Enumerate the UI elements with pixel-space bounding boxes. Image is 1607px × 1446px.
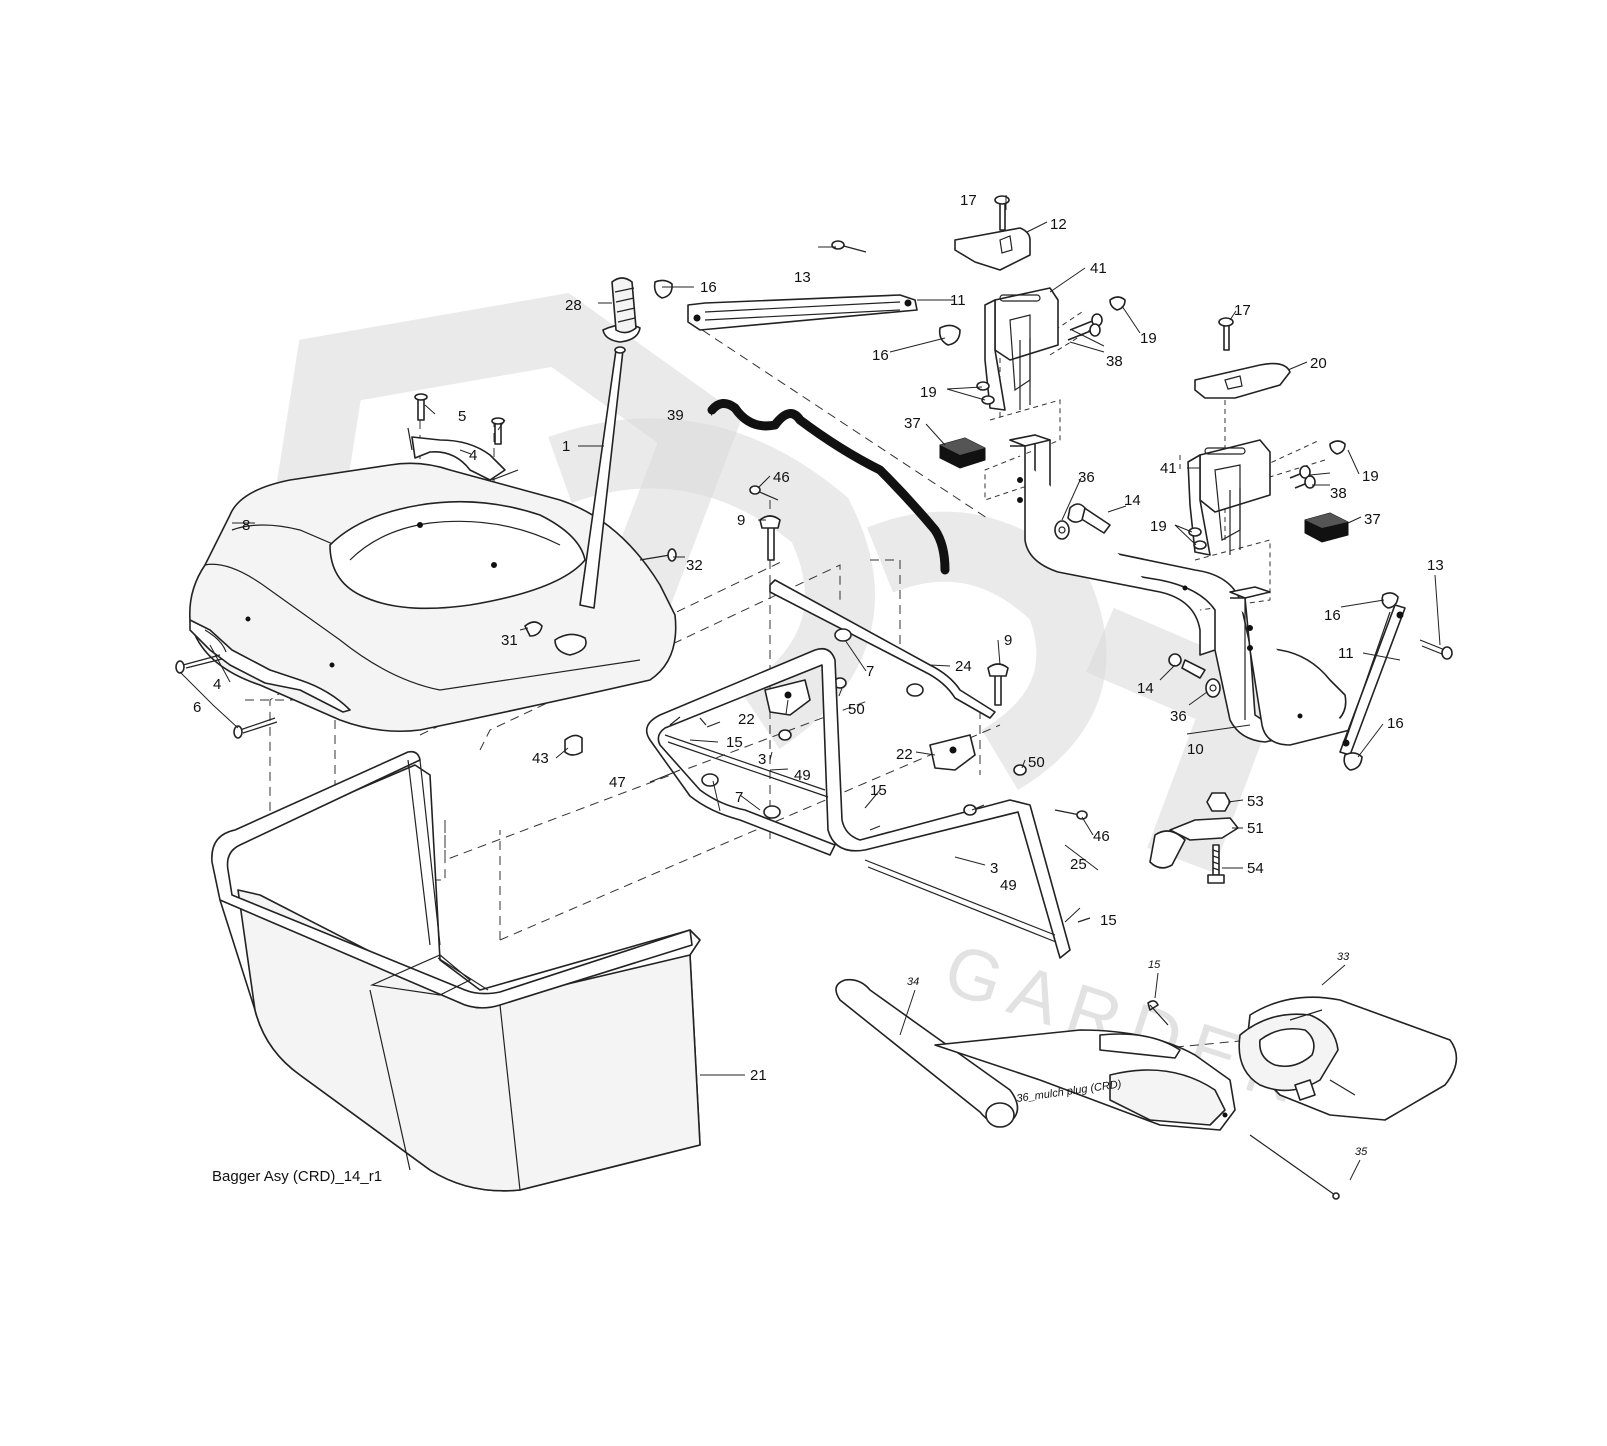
callout-13: 13 (1427, 557, 1444, 574)
bagger-cover (188, 462, 677, 733)
latch-hardware (1149, 792, 1239, 884)
mount-bracket-left (954, 195, 1126, 411)
callout-22: 22 (896, 746, 913, 763)
callout-46: 46 (773, 469, 790, 486)
callout-50: 50 (1028, 754, 1045, 771)
callout-14: 14 (1137, 680, 1154, 697)
callout-14: 14 (1124, 492, 1141, 509)
callout-10: 10 (1187, 741, 1204, 758)
side-brace-right (1339, 592, 1453, 771)
callout-3: 3 (758, 751, 766, 768)
support-frame (1009, 434, 1351, 746)
seal-strip (707, 399, 950, 575)
callout-54: 54 (1247, 860, 1264, 877)
cover-handle-side (189, 619, 351, 713)
bumper-block-left (939, 437, 986, 469)
callout-7: 7 (866, 663, 874, 680)
callout-19: 19 (920, 384, 937, 401)
callout-15: 15 (1100, 912, 1117, 929)
callout-37: 37 (904, 415, 921, 432)
callout-50: 50 (848, 701, 865, 718)
callout-16: 16 (700, 279, 717, 296)
callout-11: 11 (950, 292, 966, 309)
callout-7: 7 (735, 789, 743, 806)
callout-1: 1 (562, 438, 570, 455)
callout-15: 15 (1148, 959, 1161, 971)
callout-41: 41 (1160, 460, 1177, 477)
callout-15: 15 (870, 782, 887, 799)
bumper-block-right (1304, 512, 1349, 543)
bag-frame (645, 647, 1091, 959)
callout-3: 3 (990, 860, 998, 877)
callout-20: 20 (1310, 355, 1327, 372)
callout-49: 49 (1000, 877, 1017, 894)
mount-bracket-right (1187, 317, 1346, 556)
callout-38: 38 (1330, 485, 1347, 502)
callout-37: 37 (1364, 511, 1381, 528)
dump-handle (579, 277, 641, 609)
grass-bag (211, 750, 701, 1192)
callout-31: 31 (501, 632, 518, 649)
callout-19: 19 (1150, 518, 1167, 535)
callout-33: 33 (1337, 951, 1350, 963)
callout-53: 53 (1247, 793, 1264, 810)
leader-lines (179, 195, 1441, 1181)
callout-22: 22 (738, 711, 755, 728)
callout-9: 9 (1004, 632, 1012, 649)
callout-51: 51 (1247, 820, 1264, 837)
callout-8: 8 (242, 517, 250, 534)
callout-15: 15 (726, 734, 743, 751)
callout-41: 41 (1090, 260, 1107, 277)
callout-25: 25 (1070, 856, 1087, 873)
callout-39: 39 (667, 407, 684, 424)
plug-43 (564, 734, 583, 756)
callout-16: 16 (1324, 607, 1341, 624)
callout-38: 38 (1106, 353, 1123, 370)
small-hardware-31-32 (524, 548, 677, 637)
callout-46: 46 (1093, 828, 1110, 845)
callout-13: 13 (794, 269, 811, 286)
mulch-plug-assembly (835, 978, 1458, 1200)
callout-11: 11 (1338, 645, 1354, 662)
callout-34: 34 (907, 976, 919, 988)
callout-17: 17 (960, 192, 977, 209)
cover-fasteners (175, 393, 505, 739)
callout-4: 4 (469, 447, 477, 464)
callout-43: 43 (532, 750, 549, 767)
upper-brace (653, 240, 961, 346)
callout-36: 36 (1170, 708, 1187, 725)
cover-handle-top (407, 427, 519, 481)
callout-21: 21 (750, 1067, 767, 1084)
callout-16: 16 (1387, 715, 1404, 732)
callout-47: 47 (609, 774, 626, 791)
callout-17: 17 (1234, 302, 1251, 319)
frame-bolts (1054, 503, 1221, 698)
callout-19: 19 (1362, 468, 1379, 485)
callout-4: 4 (213, 676, 221, 693)
callout-35: 35 (1355, 1146, 1368, 1158)
callout-12: 12 (1050, 216, 1067, 233)
callout-32: 32 (686, 557, 703, 574)
callout-19: 19 (1140, 330, 1157, 347)
callout-24: 24 (955, 658, 972, 675)
diagram-caption: Bagger Asy (CRD)_14_r1 (212, 1168, 383, 1185)
callout-9: 9 (737, 512, 745, 529)
callout-36: 36 (1078, 469, 1095, 486)
callout-5: 5 (458, 408, 466, 425)
callout-16: 16 (872, 347, 889, 364)
callout-49: 49 (794, 767, 811, 784)
callout-28: 28 (565, 297, 582, 314)
callout-6: 6 (193, 699, 201, 716)
